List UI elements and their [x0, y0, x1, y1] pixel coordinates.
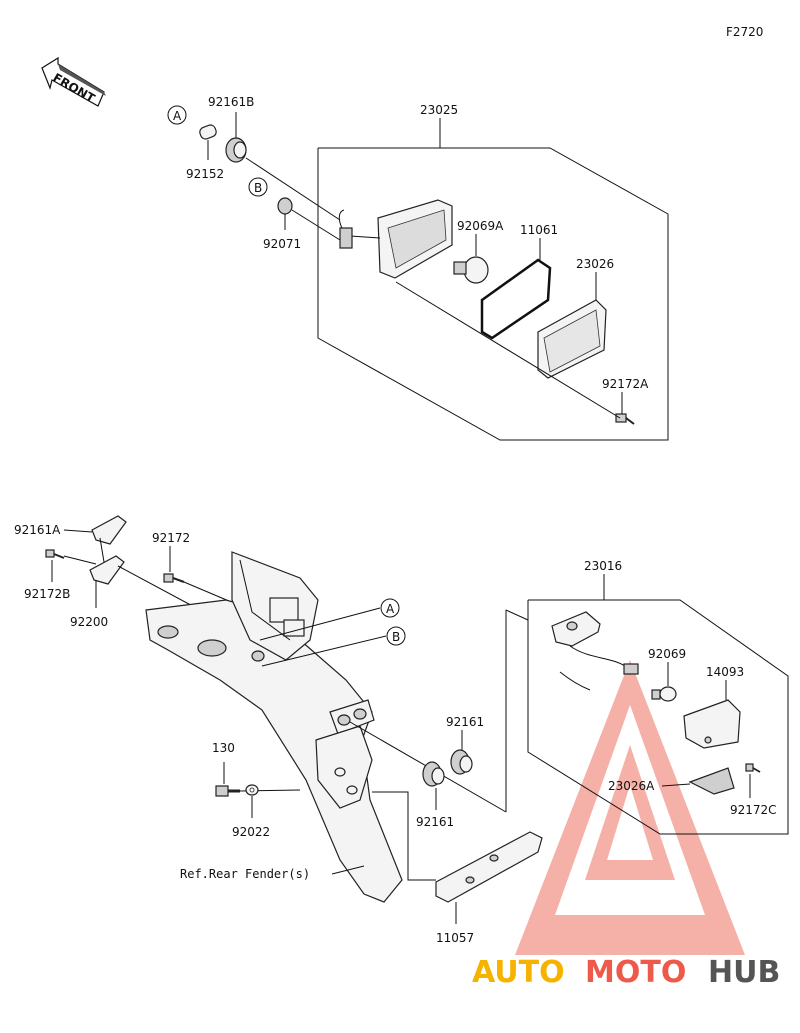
bracket-92161a-icon [91, 515, 127, 545]
part-label-92069: 92069 [648, 647, 686, 661]
license-light-housing-icon [551, 611, 639, 691]
grommet-92161-upper-icon [450, 749, 473, 775]
part-label-92152: 92152 [186, 167, 224, 181]
bush-92152-icon [199, 124, 217, 140]
diagram-code: F2720 [726, 25, 763, 39]
part-label-23026a: 23026A [608, 779, 655, 793]
screw-92172-icon [163, 573, 185, 583]
callout-b-top: B [254, 181, 262, 195]
callout-a-top: A [173, 109, 182, 123]
part-label-23026: 23026 [576, 257, 614, 271]
screw-92172a-icon [615, 413, 635, 425]
watermark-hub: HUB [708, 955, 780, 990]
rear-fender-assembly-group: 92161A 92172B 92200 92172 [14, 515, 789, 945]
part-label-92172a: 92172A [602, 377, 649, 391]
lens-23026a-icon [688, 767, 735, 795]
part-label-92069a: 92069A [457, 219, 504, 233]
gasket-11061-icon [480, 258, 552, 340]
part-label-92161-lower: 92161 [416, 815, 454, 829]
part-label-14093: 14093 [706, 665, 744, 679]
part-label-92172: 92172 [152, 531, 190, 545]
watermark-logo-icon [515, 660, 745, 955]
part-label-11057: 11057 [436, 931, 474, 945]
screw-92172b-icon [45, 549, 65, 559]
part-label-92200: 92200 [70, 615, 108, 629]
part-label-92161b: 92161B [208, 95, 254, 109]
tail-light-housing-icon [338, 199, 453, 279]
ref-rear-fender-label: Ref.Rear Fender(s) [180, 867, 310, 881]
screw-92172c-icon [745, 763, 761, 773]
part-label-23025: 23025 [420, 103, 458, 117]
watermark-auto: AUTO [472, 955, 565, 990]
washer-92022-icon [245, 784, 259, 796]
collar-92071-icon [277, 197, 293, 215]
callout-a-bottom: A [386, 602, 395, 616]
part-label-92172c: 92172C [730, 803, 777, 817]
license-bracket-11057-icon [435, 831, 543, 903]
bulb-92069a-icon [453, 256, 489, 284]
front-arrow-icon: FRONT [41, 56, 106, 107]
part-label-92161-upper: 92161 [446, 715, 484, 729]
part-label-23016: 23016 [584, 559, 622, 573]
callout-b-bottom: B [392, 630, 400, 644]
part-label-92172b: 92172B [24, 587, 70, 601]
tail-light-lens-icon [537, 299, 607, 379]
bolt-130-icon [215, 785, 240, 797]
part-label-92022: 92022 [232, 825, 270, 839]
part-label-11061: 11061 [520, 223, 558, 237]
license-light-cover-icon [683, 699, 741, 749]
watermark-moto: MOTO [585, 955, 686, 990]
grommet-92161-lower-icon [422, 761, 445, 787]
rear-fender-icon [145, 551, 403, 903]
grommet-92161b-icon [225, 137, 247, 163]
part-label-92071: 92071 [263, 237, 301, 251]
part-label-92161a: 92161A [14, 523, 61, 537]
part-label-130: 130 [212, 741, 235, 755]
bulb-92069-icon [651, 686, 677, 702]
bracket-92200-icon [89, 555, 125, 585]
watermark-text: AUTO MOTO HUB [472, 955, 780, 990]
tail-light-assembly-group: A 92152 92161B B 92071 23025 [167, 95, 669, 441]
